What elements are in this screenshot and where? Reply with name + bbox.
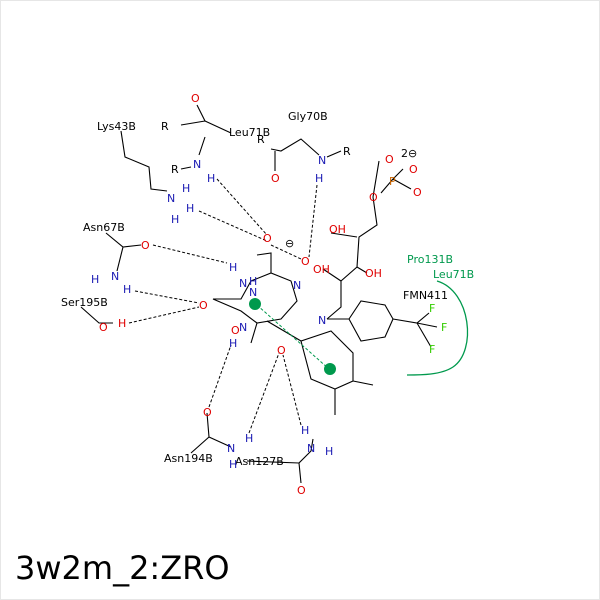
atom-oh: OH [313, 263, 330, 276]
atom-n: N [167, 192, 175, 205]
atom-r: R [171, 163, 179, 176]
atom-h: H [245, 432, 253, 445]
label-asn67: Asn67B [83, 221, 125, 234]
atom-h: H [91, 273, 99, 286]
atom-o: O [413, 186, 422, 199]
ring-centroid-1 [249, 298, 261, 310]
atom-h: H [123, 283, 131, 296]
label-lys43: Lys43B [97, 120, 136, 133]
atom-h: H [171, 213, 179, 226]
atom-n: N [239, 277, 247, 290]
label-fmn: FMN411 [403, 289, 448, 302]
atom-h: H [182, 182, 190, 195]
atom-o: O [141, 239, 150, 252]
atom-o: O [301, 255, 310, 268]
atom-n: N [249, 286, 257, 299]
atom-o: O [409, 163, 418, 176]
label-gly70: Gly70B [288, 110, 328, 123]
atom-o: O [99, 321, 108, 334]
atom-f: F [429, 302, 435, 315]
atom-charge-minus: ⊖ [285, 237, 294, 250]
atom-h: H [325, 445, 333, 458]
atom-f: F [429, 343, 435, 356]
atom-n: N [293, 279, 301, 292]
ring-centroid-2 [324, 363, 336, 375]
atom-h: H [186, 202, 194, 215]
atom-h: H [229, 337, 237, 350]
atom-h: H [229, 261, 237, 274]
atom-charge-2minus: 2⊖ [401, 147, 417, 160]
hydrophobic-arc [406, 280, 469, 376]
atom-h: H [118, 317, 126, 330]
atom-n: N [111, 270, 119, 283]
atom-o: O [263, 232, 272, 245]
label-leu71-hydrophobic: Leu71B [433, 268, 474, 281]
atom-oh: OH [365, 267, 382, 280]
bonds [80, 104, 438, 484]
hydrogen-bonds [128, 178, 318, 434]
atom-oh: OH [329, 223, 346, 236]
atom-r: R [161, 120, 169, 133]
atom-n: N [193, 158, 201, 171]
atom-n: N [307, 442, 315, 455]
atom-o: O [385, 153, 394, 166]
label-leu71: Leu71B [229, 126, 270, 139]
atom-o: O [271, 172, 280, 185]
atom-p: P [389, 175, 396, 188]
atom-h: H [315, 172, 323, 185]
atom-o: O [199, 299, 208, 312]
atom-h: H [207, 172, 215, 185]
label-pro131: Pro131B [407, 253, 453, 266]
atom-n: N [227, 442, 235, 455]
atom-f: F [441, 321, 447, 334]
atom-o: O [297, 484, 306, 497]
atom-h: H [301, 424, 309, 437]
atom-o: O [203, 406, 212, 419]
label-ser195: Ser195B [61, 296, 108, 309]
atom-n: N [318, 314, 326, 327]
interaction-diagram: Lys43B Leu71B Gly70B Asn67B Ser195B Pro1… [61, 92, 474, 497]
atom-n: N [239, 321, 247, 334]
atom-h: H [229, 458, 237, 471]
atom-h: H [249, 275, 257, 288]
residue-labels: Lys43B Leu71B Gly70B Asn67B Ser195B Pro1… [61, 110, 474, 468]
atom-o: O [369, 191, 378, 204]
label-asn194: Asn194B [164, 452, 213, 465]
atom-labels: O R N R H R O N R H N H H H O N H H O H … [91, 92, 447, 497]
label-asn127: Asn127B [235, 455, 284, 468]
atom-r: R [257, 133, 265, 146]
atom-n: N [318, 154, 326, 167]
pi-stacking-line [256, 304, 330, 370]
atom-o: O [231, 324, 240, 337]
atom-o: O [277, 344, 286, 357]
atom-o: O [191, 92, 200, 105]
ligand-title: 3w2m_2:ZRO [15, 549, 230, 587]
atom-r: R [343, 145, 351, 158]
